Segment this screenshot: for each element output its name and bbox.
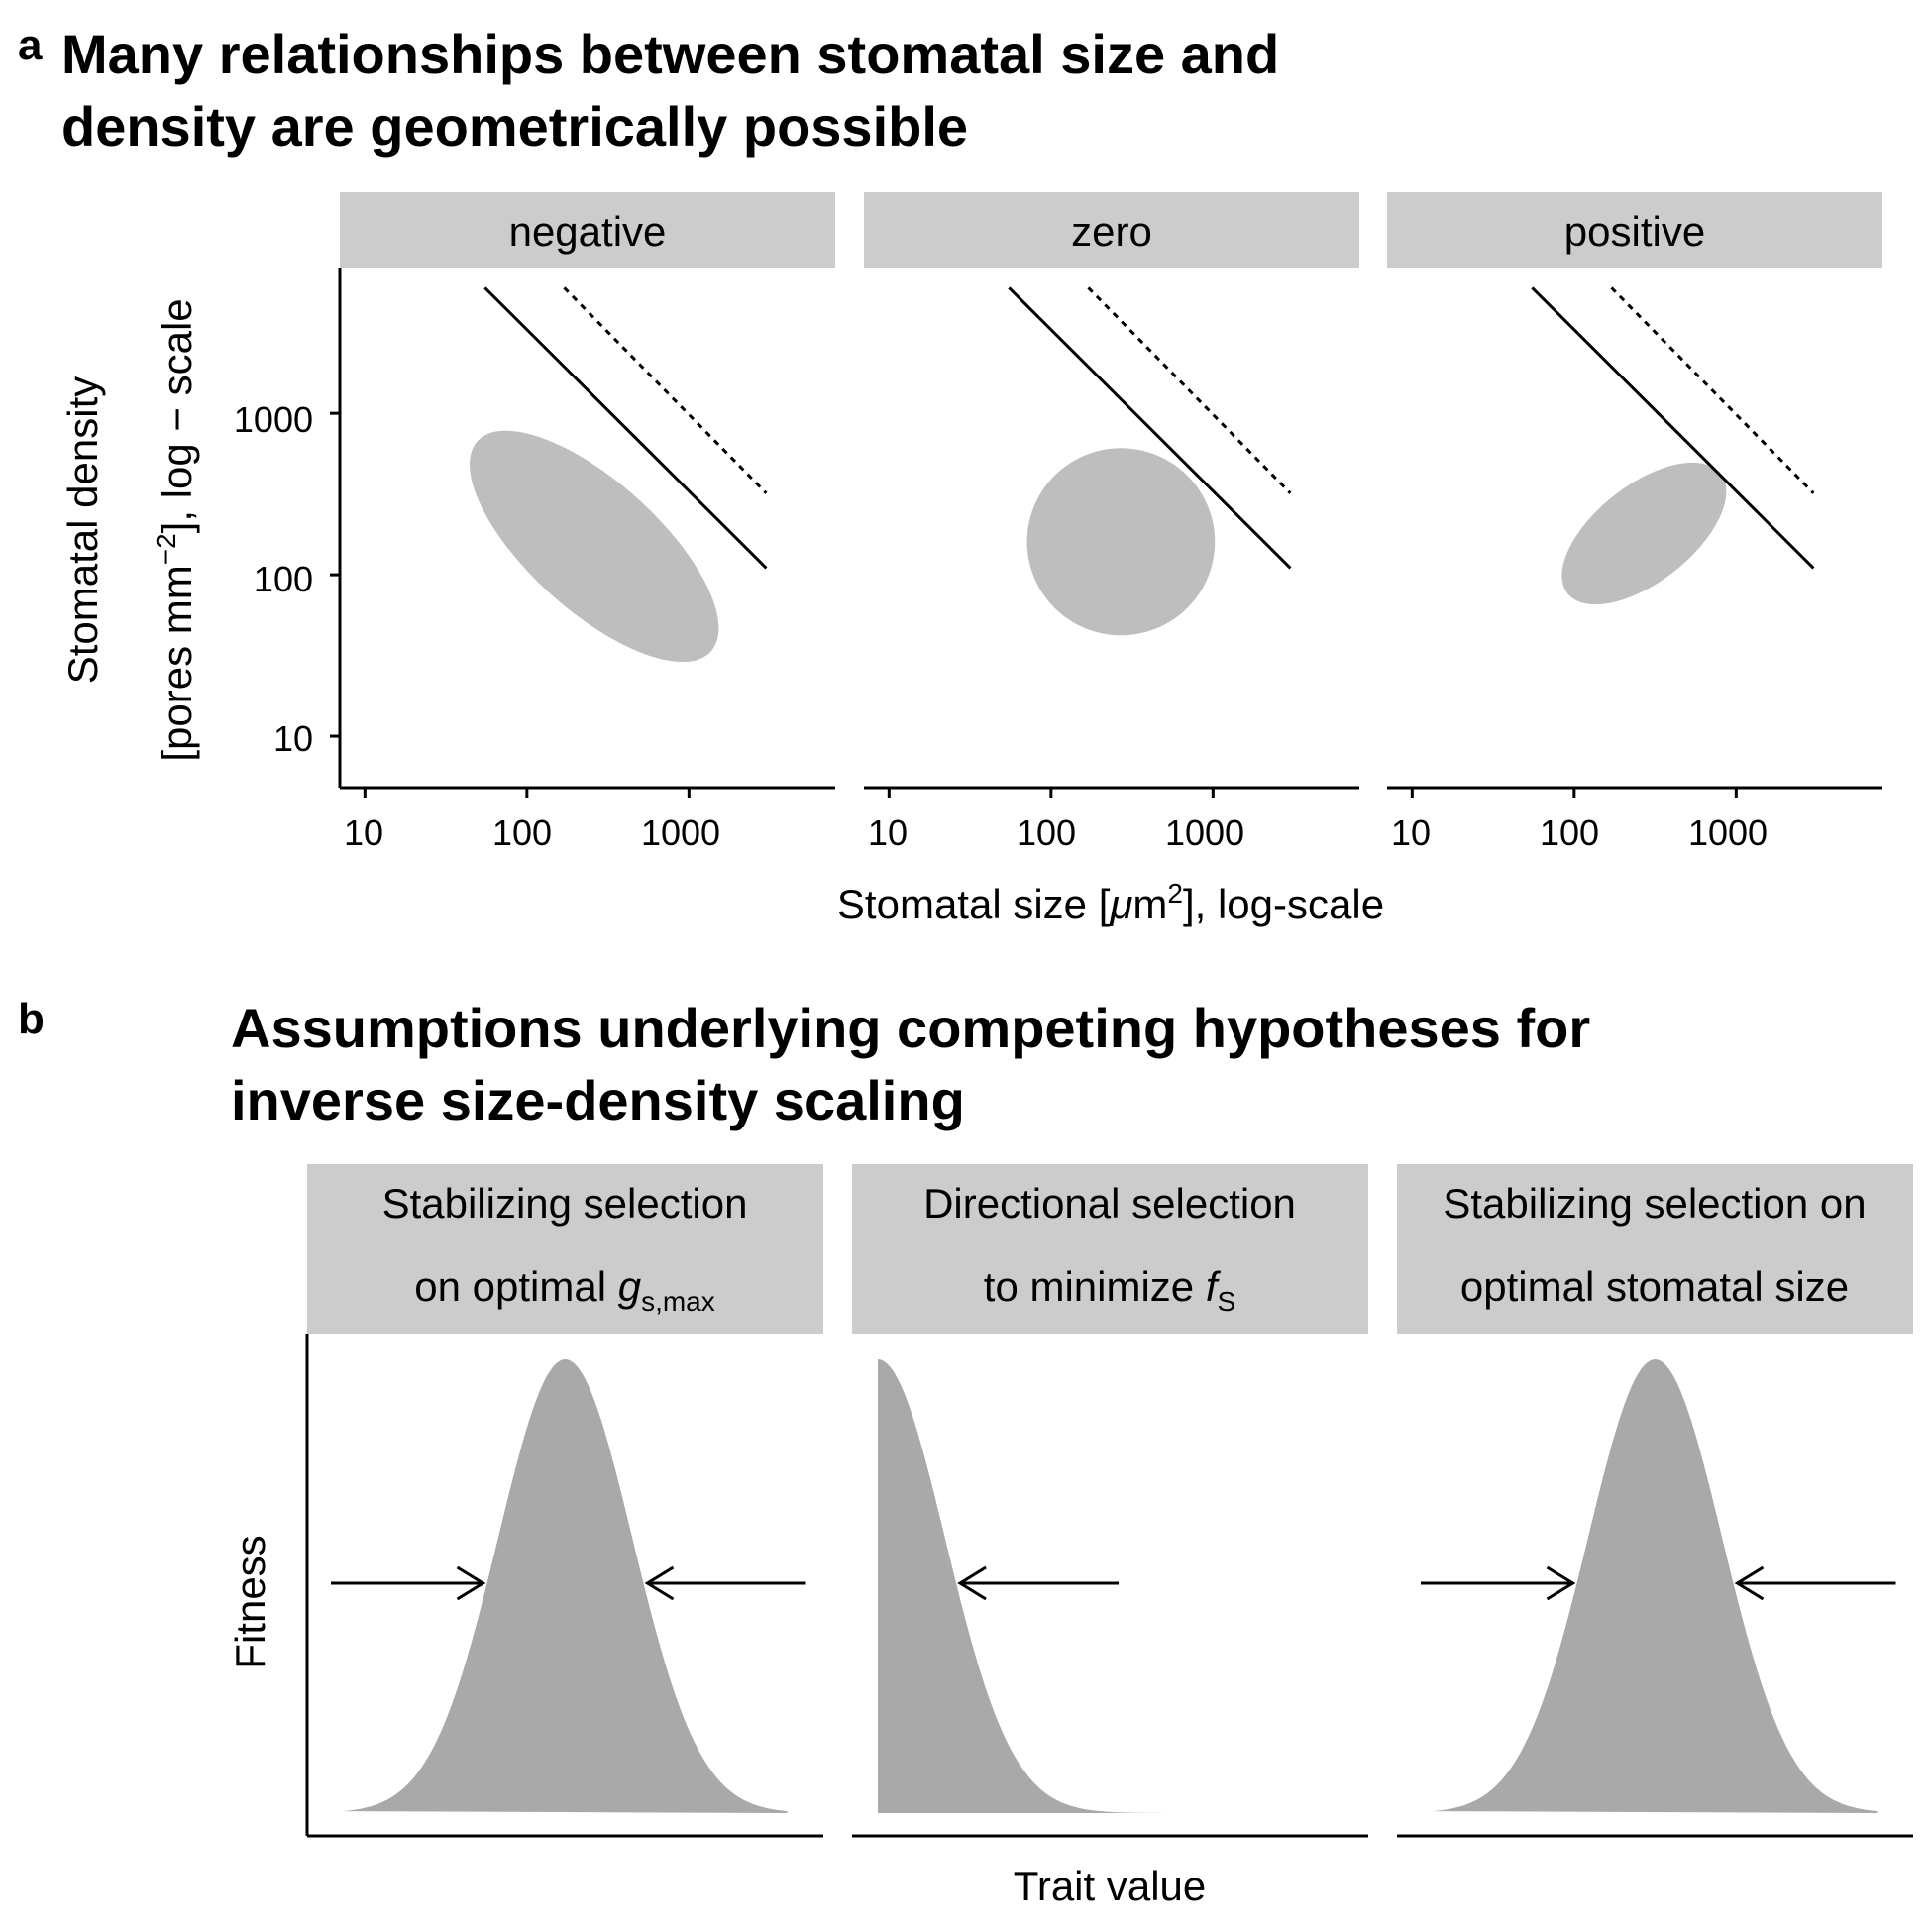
arrow-left-3 [1734,1565,1896,1601]
facet-strip-negative [340,192,835,268]
axes-layer [330,268,1882,798]
facet-label-negative: negative [509,208,667,255]
ellipse-region-zero [1026,448,1216,636]
facet-1-line1: Stabilizing selection [382,1180,748,1227]
solid-reference-line-positive [1531,286,1815,570]
fitness-curve-layer [343,1359,1878,1813]
x-tick-label-100: 100 [1017,812,1076,853]
x-tick-label-10: 10 [868,812,908,853]
x-tick-labels-negative: 10 100 1000 [344,812,720,853]
y-axis-title-fitness: Fitness [227,1535,273,1668]
arrow-right-1 [331,1565,486,1601]
selection-arrow-layer [331,1565,1896,1601]
panel-b-title-line1: Assumptions underlying competing hypothe… [231,997,1590,1059]
x-tick-label-1000: 1000 [641,812,720,853]
solid-reference-line-zero [1008,286,1292,570]
x-tick-label-1000: 1000 [1688,812,1768,853]
ellipse-region-positive [1561,462,1727,605]
x-tick-label-100: 100 [492,812,552,853]
facet-1-line2: on optimal gs,max [414,1263,715,1317]
y-tick-label-100: 100 [254,559,313,599]
x-tick-label-1000: 1000 [1165,812,1244,853]
axes-layer [305,1334,1913,1838]
panel-b-title-line2: inverse size-density scaling [231,1069,965,1131]
arrow-right-3 [1421,1565,1576,1601]
facet-3-line2: optimal stomatal size [1460,1263,1849,1310]
x-tick-label-10: 10 [344,812,383,853]
arrow-left-1 [644,1565,806,1601]
facet-strip-stabilizing-size [1397,1164,1913,1334]
y-tick-label-10: 10 [273,718,313,759]
x-tick-labels-zero: 10 100 1000 [868,812,1244,853]
fitness-curve-3 [1433,1359,1878,1813]
ellipse-region-negative [470,430,719,663]
dashed-reference-line-negative [563,286,768,494]
facet-strip-stabilizing-gsmax [307,1164,823,1334]
fitness-curve-2 [878,1359,1333,1813]
facet-3-line1: Stabilizing selection on [1443,1180,1866,1227]
facet-strip-directional-fs [852,1164,1368,1334]
region-layer [470,430,1727,663]
dashed-reference-line-zero [1087,286,1292,494]
facet-2-line2: to minimize fS [984,1263,1235,1317]
y-tick-label-1000: 1000 [234,399,313,440]
y-axis-title-line2: [pores mm−2], log − scale [151,298,200,761]
x-tick-label-100: 100 [1540,812,1599,853]
solid-reference-line-negative [483,286,768,570]
x-axis-title: Stomatal size [μm2], log-scale [837,878,1384,927]
panel-b-label: b [18,995,45,1043]
panel-a-title-line2: density are geometrically possible [61,95,968,158]
x-tick-labels-positive: 10 100 1000 [1391,812,1768,853]
facet-strip-zero [864,192,1359,268]
x-axis-title-trait-value: Trait value [1014,1863,1207,1909]
y-axis-title-line1: Stomatal density [59,376,106,685]
dashed-reference-line-positive [1610,286,1815,494]
panel-a-label: a [18,21,43,69]
panel-a-title-line1: Many relationships between stomatal size… [61,23,1279,85]
facet-label-positive: positive [1564,208,1705,255]
facet-label-zero: zero [1071,208,1152,255]
facet-strip-positive [1387,192,1882,268]
arrow-left-2 [957,1565,1120,1601]
x-tick-label-10: 10 [1391,812,1431,853]
reference-line-layer [483,286,1815,570]
fitness-curve-1 [343,1359,788,1813]
facet-2-line1: Directional selection [923,1180,1296,1227]
